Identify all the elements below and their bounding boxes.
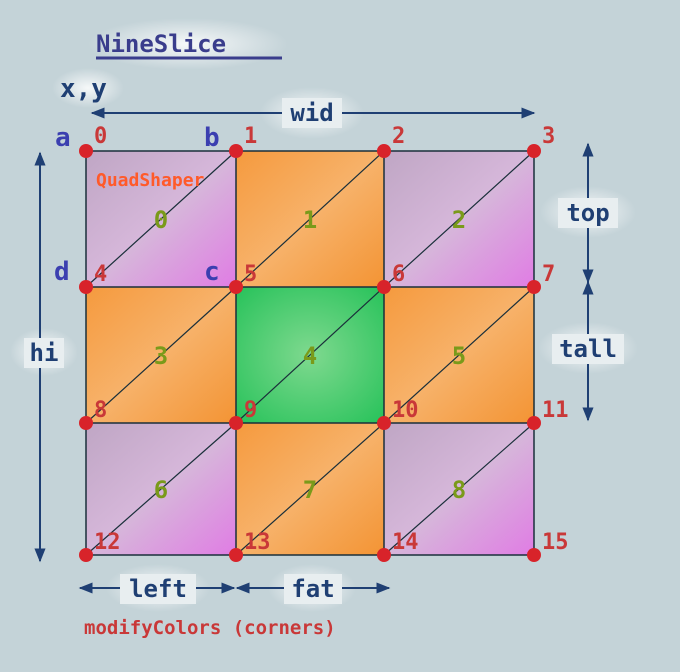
vertex-dot-3	[527, 144, 541, 158]
vertex-dot-11	[527, 416, 541, 430]
quad-labels: 0 1 2 3 4 5 6 7 8	[154, 206, 466, 504]
quad-diagonal-2	[383, 150, 535, 288]
quad-index-label: 6	[154, 476, 168, 504]
quad-index-label: 3	[154, 342, 168, 370]
quad-diagonal-8	[383, 422, 535, 556]
tall-label-plate	[552, 334, 624, 364]
tall-label: tall	[559, 335, 617, 363]
vertex-index-label: 7	[542, 262, 555, 287]
vertex-dot-12	[79, 548, 93, 562]
corner-label-b: b	[204, 123, 220, 153]
quad-diagonal-3	[85, 286, 237, 424]
top-label-plate	[558, 198, 618, 228]
quad-shaper-label: QuadShaper	[96, 170, 205, 191]
quad-index-label: 7	[303, 476, 317, 504]
fat-label: fat	[291, 575, 334, 603]
vertex-index-label: 8	[94, 398, 107, 423]
quad-diagonal-6	[85, 422, 237, 556]
quad-index-label: 5	[452, 342, 466, 370]
vertex-index-label: 9	[244, 398, 257, 423]
quad-diagonal-7	[235, 422, 385, 556]
left-label: left	[129, 575, 187, 603]
triangle-diagonals	[85, 150, 535, 556]
quad-index-label: 4	[303, 342, 317, 370]
vertex-dot-0	[79, 144, 93, 158]
fat-label-plate	[284, 574, 342, 604]
wid-label-plate	[282, 98, 342, 128]
corner-label-d: d	[54, 257, 70, 287]
origin-label: x,y	[60, 74, 107, 104]
hi-label-plate	[24, 338, 64, 368]
left-label-plate	[120, 574, 196, 604]
quad-diagonal-1	[235, 150, 385, 288]
vertex-dot-1	[229, 144, 243, 158]
corner-label-a: a	[55, 123, 71, 153]
vertex-index-label: 15	[542, 530, 569, 555]
vertex-dot-9	[229, 416, 243, 430]
quad-diagonal-4	[235, 286, 385, 424]
quad-index-label: 2	[452, 206, 466, 234]
vertex-index-label: 10	[392, 398, 419, 423]
vertex-index-label: 4	[94, 262, 107, 287]
quad-index-label: 1	[303, 206, 317, 234]
quad-index-label: 8	[452, 476, 466, 504]
modify-colors-label: modifyColors (corners)	[84, 617, 336, 639]
vertex-dot-10	[377, 416, 391, 430]
corner-label-c: c	[204, 257, 220, 287]
wid-label: wid	[290, 99, 333, 127]
vertex-index-label: 2	[392, 124, 405, 149]
vertex-index-label: 0	[94, 124, 107, 149]
hi-label: hi	[30, 339, 59, 367]
diagram-title: NineSlice	[96, 30, 226, 58]
vertex-dot-7	[527, 280, 541, 294]
vertex-dot-5	[229, 280, 243, 294]
vertex-dot-13	[229, 548, 243, 562]
vertex-index-label: 6	[392, 262, 405, 287]
quad-diagonal-0	[85, 150, 237, 288]
vertex-dot-2	[377, 144, 391, 158]
vertex-index-label: 3	[542, 124, 555, 149]
vertex-index-label: 1	[244, 124, 257, 149]
vertex-index-label: 11	[542, 398, 569, 423]
grid-lines	[85, 150, 535, 556]
vertex-dot-8	[79, 416, 93, 430]
quad-diagonal-5	[383, 286, 535, 424]
vertex-dot-4	[79, 280, 93, 294]
vertex-index-label: 13	[244, 530, 271, 555]
quad-index-label: 0	[154, 206, 168, 234]
vertex-dots	[79, 144, 541, 562]
vertex-dot-15	[527, 548, 541, 562]
vertex-dot-6	[377, 280, 391, 294]
top-label: top	[566, 199, 609, 227]
vertex-index-label: 5	[244, 262, 257, 287]
vertex-index-label: 12	[94, 530, 121, 555]
vertex-index-label: 14	[392, 530, 419, 555]
vertex-dot-14	[377, 548, 391, 562]
